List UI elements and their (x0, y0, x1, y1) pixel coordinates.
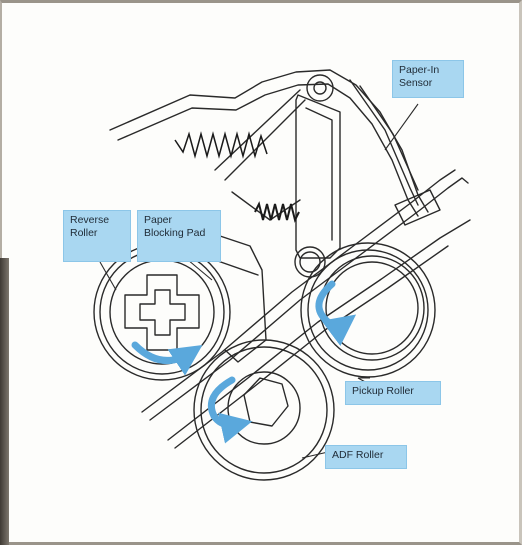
tension-springs (174, 131, 300, 223)
adf-roller (193, 339, 335, 481)
callout-reverse-roller: Reverse Roller (63, 210, 131, 262)
upper-pivot (306, 74, 334, 102)
large-spring (174, 131, 268, 159)
paper-in-sensor-lever (349, 79, 419, 206)
callout-paper-blocking-pad: Paper Blocking Pad (137, 210, 221, 262)
small-spring (254, 201, 300, 223)
callout-adf-roller: ADF Roller (325, 445, 407, 469)
upper-housing (109, 69, 429, 213)
curved-arrow-icon (315, 280, 357, 346)
scan-edge-shadow (0, 258, 9, 545)
pickup-arm (295, 94, 341, 259)
rotation-arrows (131, 280, 357, 444)
reverse-roller-bracket (207, 231, 267, 363)
paper-guide-lower (167, 219, 471, 441)
paper-guide-upper (149, 177, 469, 421)
callout-paper-in-sensor: Paper-In Sensor (392, 60, 464, 98)
curved-arrow-icon (131, 341, 203, 376)
curved-arrow-icon (207, 376, 253, 444)
callout-pickup-roller: Pickup Roller (345, 381, 441, 405)
